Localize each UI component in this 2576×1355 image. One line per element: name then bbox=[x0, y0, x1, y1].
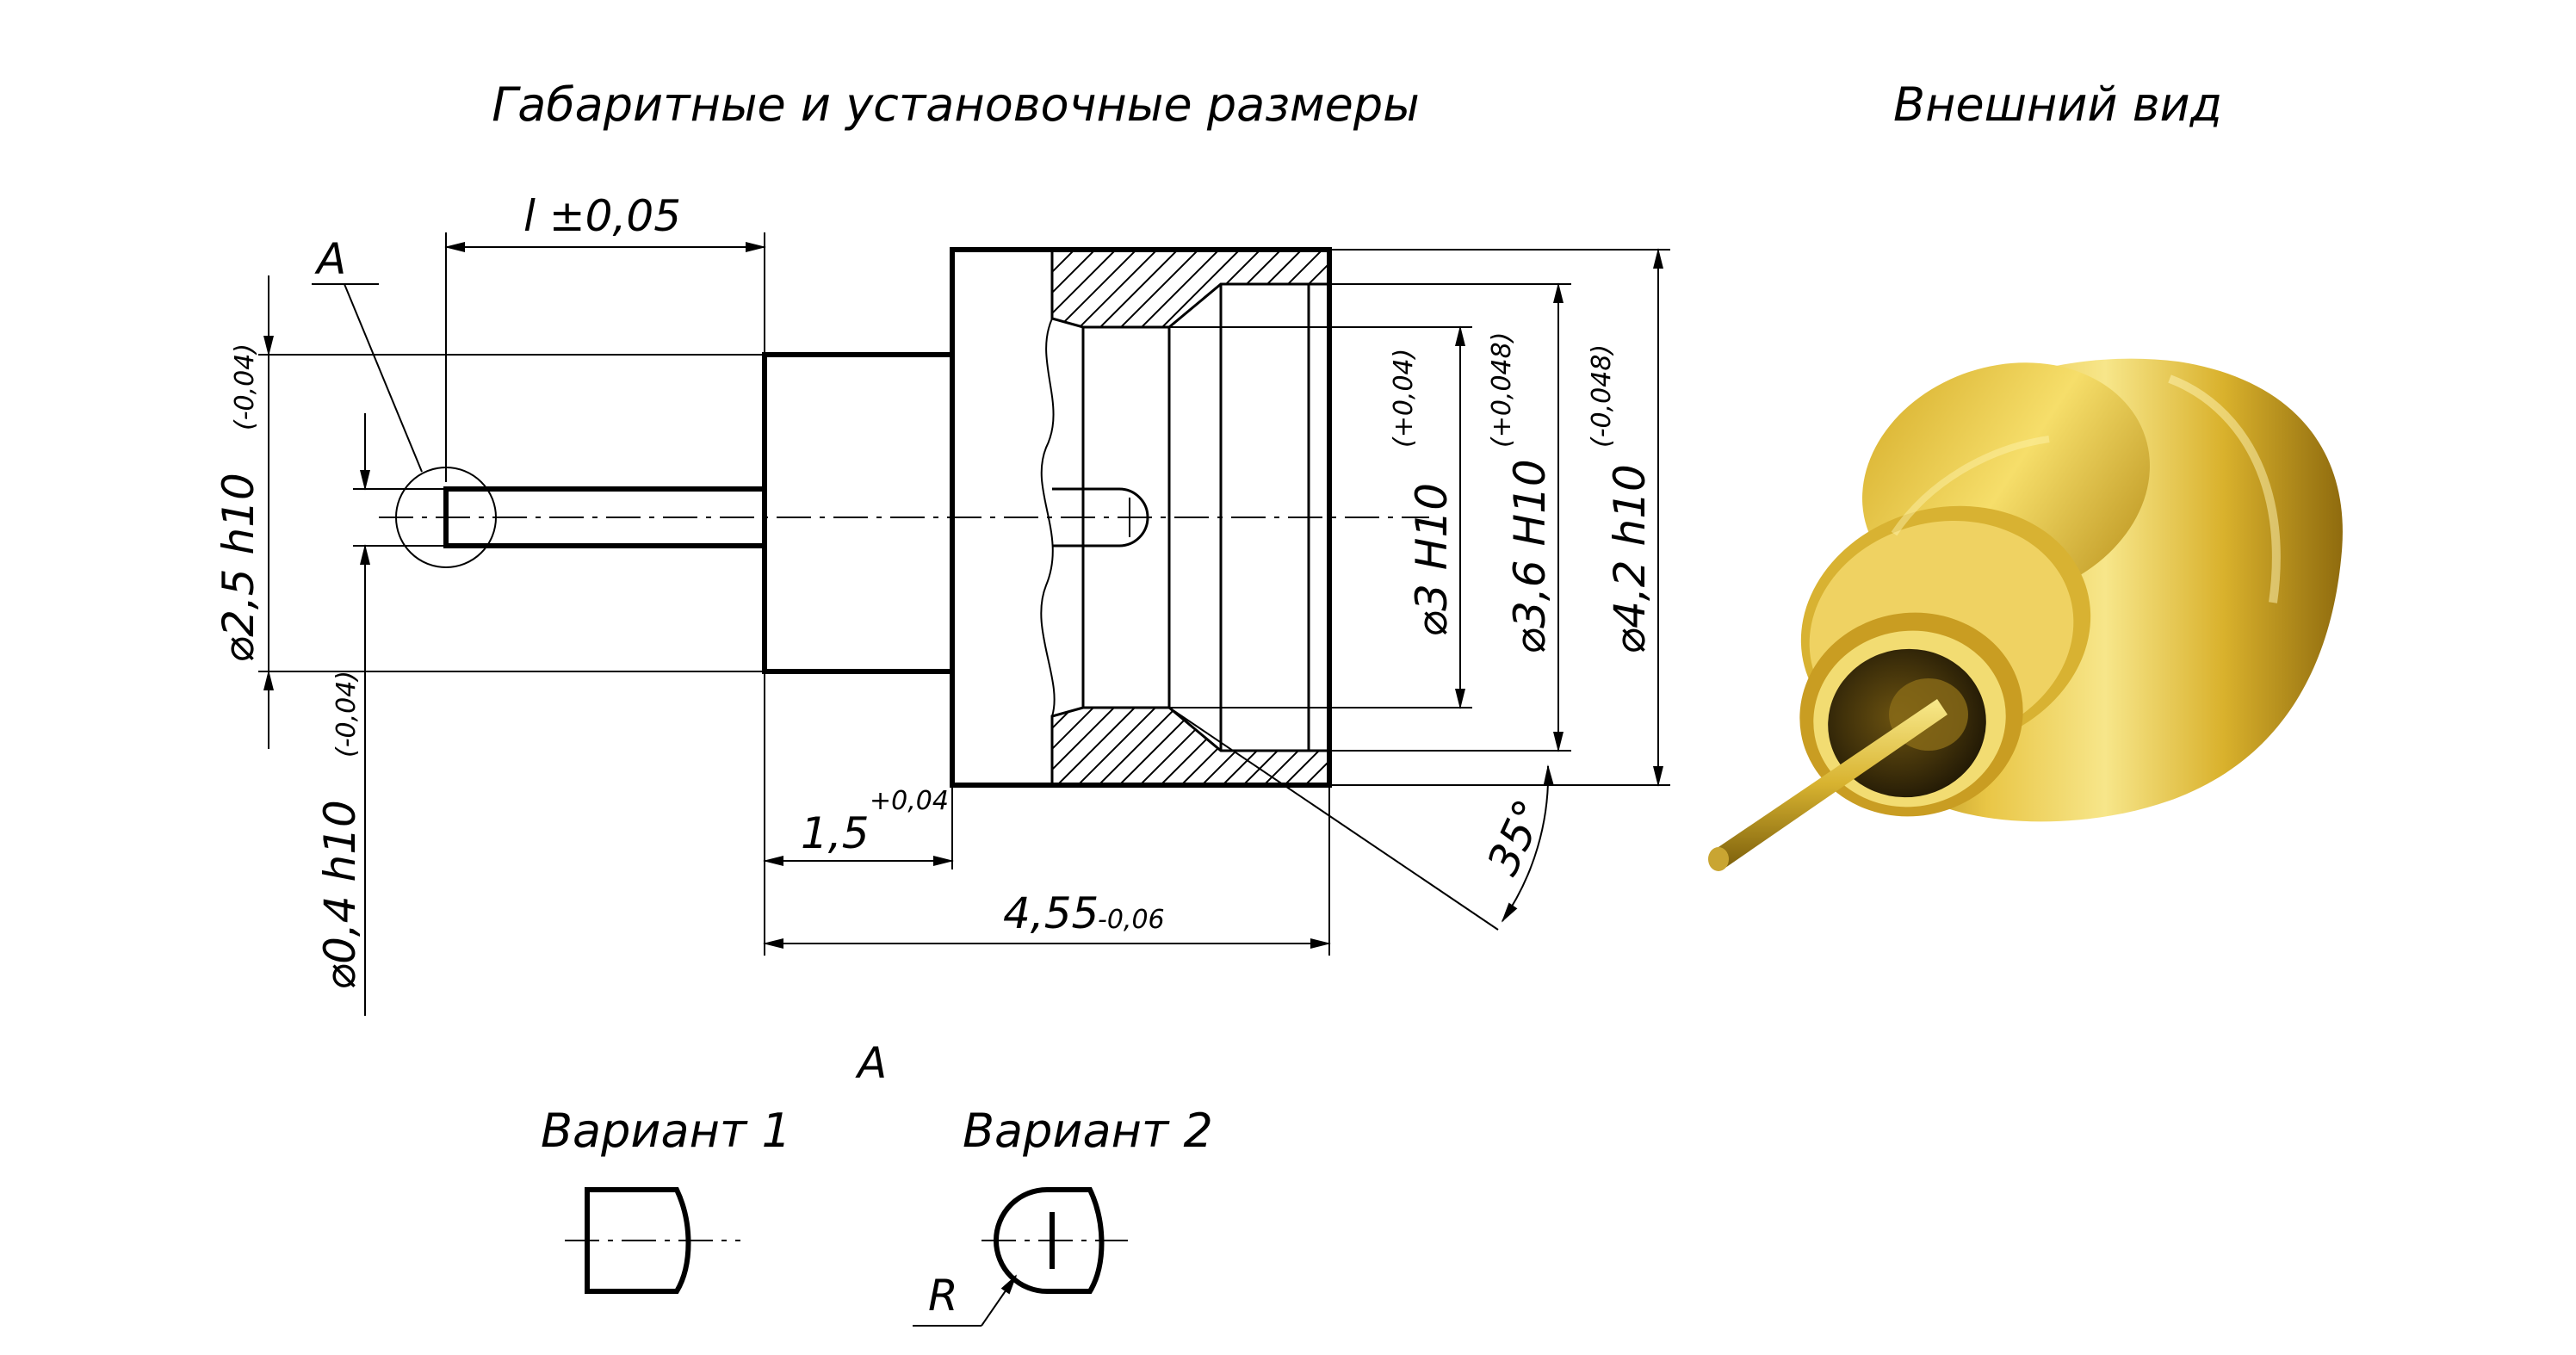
hatch-line bbox=[1070, 250, 1167, 327]
hatch-line bbox=[947, 702, 1037, 792]
hatch-line bbox=[1091, 250, 1187, 327]
detail-title: A bbox=[855, 1038, 887, 1088]
hatch-line bbox=[1153, 250, 1249, 327]
hatch-line bbox=[1052, 708, 1100, 785]
radius-label: R bbox=[928, 1271, 958, 1321]
hatch-line bbox=[947, 241, 1042, 336]
detail-ref-label: A bbox=[314, 234, 346, 284]
hatch-line bbox=[1256, 708, 1329, 785]
dim-len455-tol: -0,06 bbox=[1098, 905, 1165, 935]
hatch-line bbox=[1091, 708, 1183, 785]
dim-d04-tol: (-0,04) bbox=[331, 671, 362, 758]
section-hatching-bottom bbox=[947, 702, 1533, 792]
hatch-line bbox=[1297, 250, 1329, 327]
dim-d36-tol: (+0,048) bbox=[1487, 332, 1517, 448]
hatch-line bbox=[1215, 708, 1307, 785]
dim-d25-tol: (-0,04) bbox=[230, 343, 260, 430]
hatch-line bbox=[1194, 250, 1291, 327]
hatch-line bbox=[1443, 241, 1538, 336]
hatch-line bbox=[1360, 702, 1451, 792]
hatch-line bbox=[1235, 250, 1329, 327]
hatch-line bbox=[1052, 708, 1142, 785]
hatch-line bbox=[1340, 702, 1430, 792]
dim-len15: 1,5 bbox=[801, 808, 870, 858]
hatch-line bbox=[1112, 250, 1208, 327]
dim-d42: ⌀4,2 h10 bbox=[1605, 464, 1655, 654]
hatch-line bbox=[1194, 708, 1286, 785]
variant1-label: Вариант 1 bbox=[541, 1104, 791, 1158]
variant2-label: Вариант 2 bbox=[963, 1104, 1213, 1158]
connector-photo bbox=[1708, 358, 2343, 871]
hatch-line bbox=[1422, 241, 1517, 336]
dim-angle: 35° bbox=[1477, 792, 1555, 882]
hatch-line bbox=[1052, 250, 1146, 327]
hatch-line bbox=[1112, 708, 1204, 785]
dim-d3: ⌀3 H10 bbox=[1407, 483, 1457, 637]
dim-len455: 4,55 bbox=[1003, 888, 1099, 938]
hatch-line bbox=[1052, 250, 1105, 327]
dim-len15-tol: +0,04 bbox=[870, 786, 949, 816]
hatch-line bbox=[1360, 241, 1455, 336]
hatch-line bbox=[1052, 250, 1063, 327]
hatch-line bbox=[1443, 702, 1533, 792]
variant1-detail bbox=[565, 1187, 740, 1294]
hatch-line bbox=[1318, 708, 1329, 785]
hatch-line bbox=[1340, 241, 1434, 336]
hatch-line bbox=[1052, 708, 1059, 785]
hatch-line bbox=[1277, 250, 1329, 327]
hatch-line bbox=[1402, 241, 1496, 336]
hatch-line bbox=[1215, 250, 1311, 327]
appearance-title: Внешний вид bbox=[1893, 77, 2222, 132]
hatch-line bbox=[1381, 241, 1476, 336]
dim-d04: ⌀0,4 h10 bbox=[315, 800, 365, 990]
hatch-line bbox=[1318, 250, 1329, 327]
hatch-line bbox=[1277, 708, 1329, 785]
dimensions-title: Габаритные и установочные размеры bbox=[492, 77, 1420, 132]
hatch-line bbox=[1052, 250, 1084, 327]
dim-pin-length: l ±0,05 bbox=[523, 191, 681, 241]
hatch-line bbox=[1052, 250, 1125, 327]
hatch-line bbox=[1153, 708, 1245, 785]
hatch-line bbox=[1235, 708, 1328, 785]
dim-d3-tol: (+0,04) bbox=[1389, 349, 1419, 448]
hatch-line bbox=[1256, 250, 1329, 327]
hatch-line bbox=[1052, 708, 1121, 785]
section-hatching bbox=[947, 241, 1538, 336]
hatch-line bbox=[1402, 702, 1492, 792]
hatch-line bbox=[1052, 708, 1080, 785]
variant2-detail: R bbox=[913, 1187, 1128, 1327]
hatch-line bbox=[1132, 250, 1229, 327]
dim-d25: ⌀2,5 h10 bbox=[214, 473, 263, 663]
dim-d42-tol: (-0,048) bbox=[1587, 344, 1617, 448]
hatch-line bbox=[1381, 702, 1471, 792]
dim-d36: ⌀3,6 H10 bbox=[1505, 459, 1555, 654]
hatch-line bbox=[1422, 702, 1513, 792]
hatch-line bbox=[1070, 708, 1162, 785]
hatch-line bbox=[1297, 708, 1329, 785]
